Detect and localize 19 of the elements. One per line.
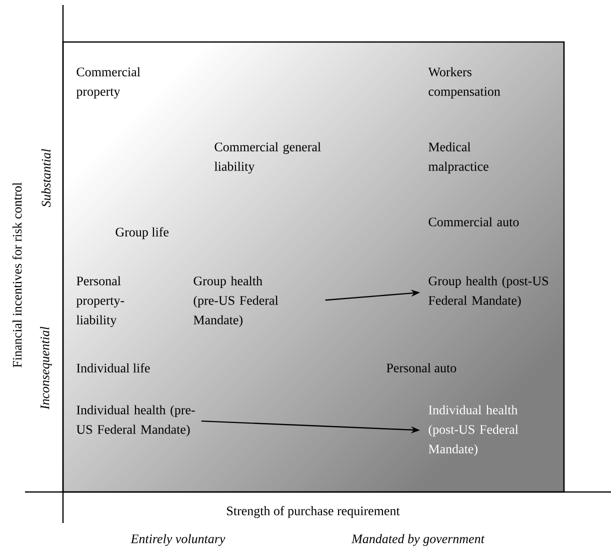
axis-end-label: Entirely voluntary xyxy=(130,534,226,546)
item-label: Group health (post-US Federal Mandate) xyxy=(428,276,548,308)
item-label: Personal property-liability xyxy=(76,276,124,328)
item-label: Commercial auto xyxy=(428,217,519,226)
item-label: Group life xyxy=(116,227,169,240)
axis-title: Strength of purchase requirement xyxy=(227,506,400,518)
item-label: Commercial property xyxy=(76,67,140,99)
axis-title: Financial incentives for risk control xyxy=(12,182,22,368)
axis-end-label: Inconsequential xyxy=(40,326,52,410)
item-label: Medical malpractice xyxy=(428,142,488,174)
item-label: Workers compensation xyxy=(428,67,500,98)
axis-end-label: Mandated by government xyxy=(351,534,485,546)
item-label: Personal auto xyxy=(386,363,456,372)
item-label: Group health (pre-US Federal Mandate) xyxy=(194,276,278,327)
item-label: Individual health (pre-US Federal Mandate) xyxy=(76,405,195,436)
axis-end-label: Substantial xyxy=(41,149,51,208)
item-label: Individual health (post-US Federal Mandate) xyxy=(428,405,518,456)
item-label: Commercial general liability xyxy=(214,142,321,174)
item-label: Individual life xyxy=(76,363,150,372)
